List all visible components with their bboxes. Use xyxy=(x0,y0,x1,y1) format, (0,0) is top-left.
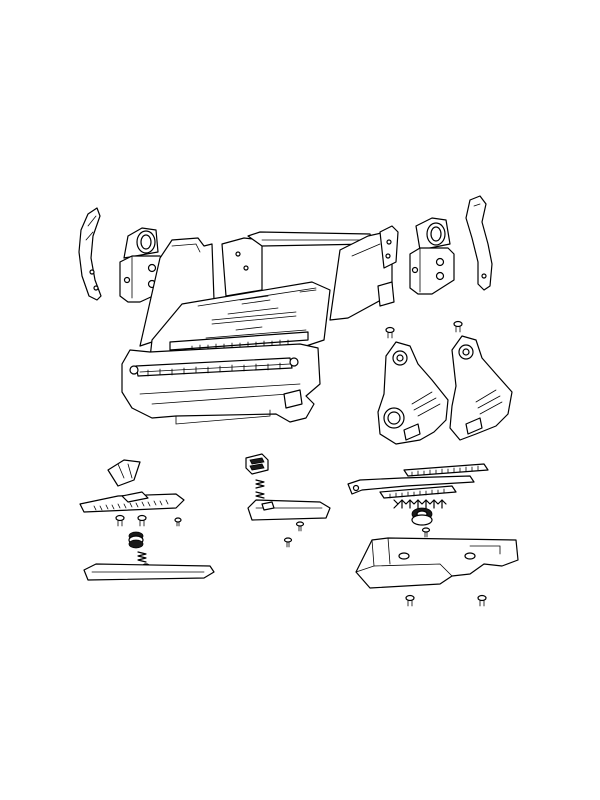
cover-screw-left xyxy=(385,326,395,339)
right-gear-and-spring-assembly xyxy=(347,463,489,538)
bottom-tray xyxy=(355,537,519,589)
left-side-cover-plate xyxy=(377,341,449,445)
main-chassis-frame xyxy=(121,225,399,425)
right-side-cover-plate xyxy=(449,335,513,441)
left-slider-assembly xyxy=(79,459,215,581)
cover-screw-right xyxy=(453,320,463,333)
tray-screw-right xyxy=(477,594,487,607)
right-roller-bearing-bracket xyxy=(409,217,455,295)
left-side-arm xyxy=(78,207,102,301)
center-latch-assembly xyxy=(245,453,331,548)
right-side-arm xyxy=(465,195,493,291)
tray-screw-left xyxy=(405,594,415,607)
